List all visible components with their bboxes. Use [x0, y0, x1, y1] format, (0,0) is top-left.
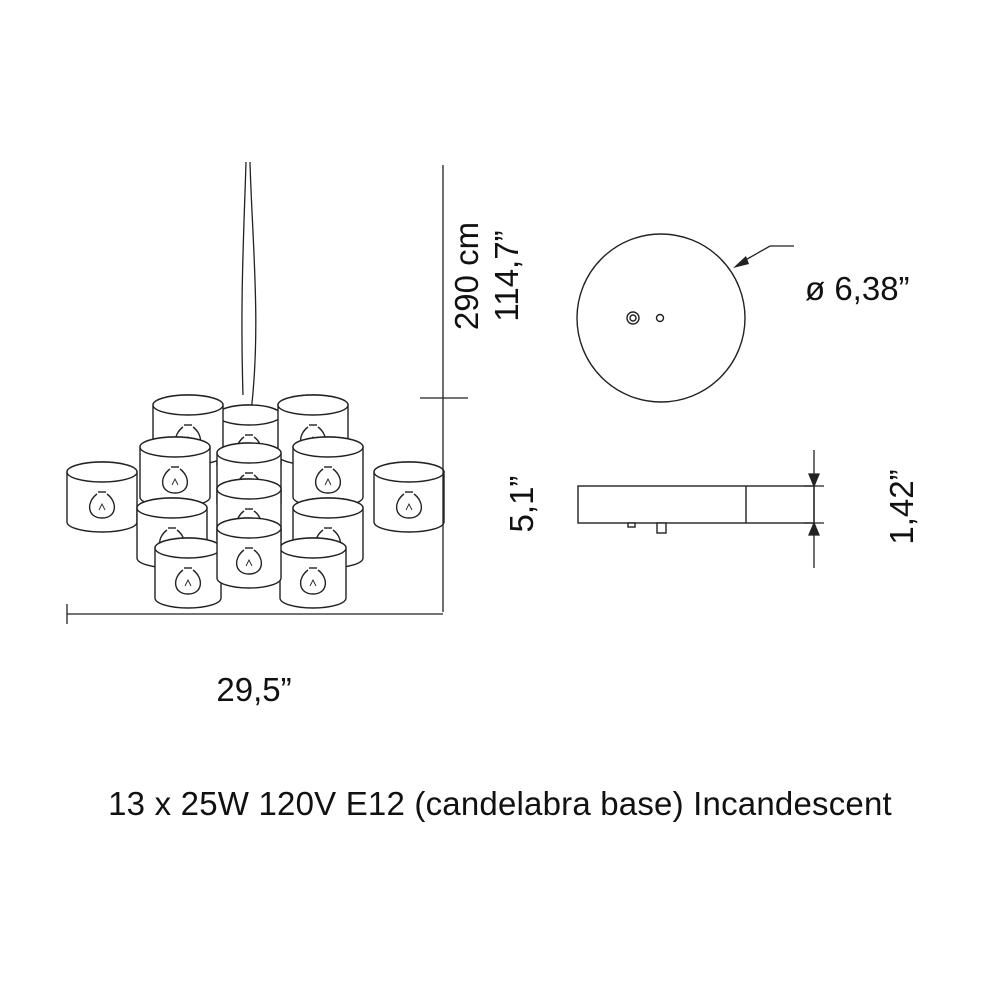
canopy-side-view [577, 485, 815, 534]
drop-length-cm: 290 cm [448, 222, 485, 330]
bulb-icon [236, 547, 262, 575]
lamp-shades-cluster [66, 394, 445, 609]
lamp-shade [66, 461, 138, 533]
lamp-shade [216, 517, 282, 589]
bulb-icon [315, 466, 341, 494]
canopy-screw-hole-small [655, 313, 665, 323]
bulb-icon [300, 567, 326, 595]
canopy-side-screw [656, 522, 667, 534]
width-dimension-line [66, 604, 443, 624]
drop-length-in: 114,7” [488, 230, 525, 321]
lamp-shade [154, 537, 222, 609]
canopy-top-view [576, 233, 746, 403]
canopy-leader-arrow-icon [733, 256, 749, 268]
lamp-shade [139, 436, 211, 508]
canopy-diameter-label: ø 6,38” [805, 270, 910, 307]
lamp-shade [279, 537, 347, 609]
bulb-icon [396, 491, 422, 519]
canopy-height-label: 1,42” [883, 469, 920, 544]
arrow-up-icon [808, 521, 820, 536]
lamp-shade [292, 436, 364, 508]
canopy-side-fitting [627, 522, 636, 528]
lamp-shade [373, 461, 445, 533]
drop-dimension-line [420, 165, 468, 612]
bulb-icon [89, 491, 115, 519]
suspension-cables [241, 161, 257, 421]
bulb-icon [175, 567, 201, 595]
arrow-down-icon [808, 473, 820, 488]
canopy-height-dimension [804, 450, 824, 568]
body-height-label: 5,1” [503, 476, 540, 533]
canopy-diameter-leader [741, 245, 794, 263]
width-label: 29,5” [216, 671, 291, 708]
bulb-specification-caption: 13 x 25W 120V E12 (candelabra base) Inca… [108, 785, 892, 822]
bulb-icon [162, 466, 188, 494]
drop-dimension-labels: 290 cm 114,7” [448, 222, 525, 330]
